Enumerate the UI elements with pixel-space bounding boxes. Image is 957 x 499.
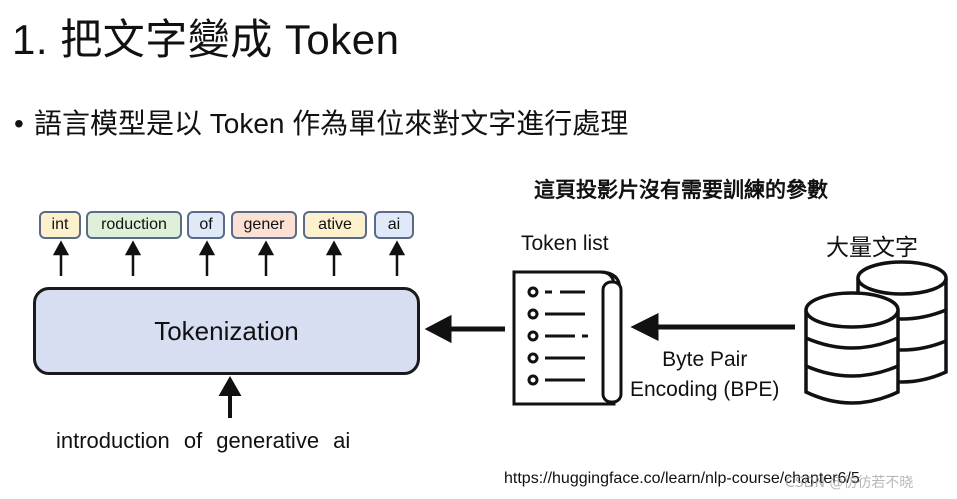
token-text: int	[51, 216, 69, 233]
bpe-label: Byte Pair Encoding (BPE)	[630, 345, 779, 405]
token-list-document-icon	[512, 270, 623, 406]
token-text: gener	[243, 216, 285, 233]
arrow-icon	[198, 240, 216, 256]
list-to-tokenizer-arrow	[424, 314, 505, 344]
token-list-label: Token list	[521, 232, 609, 255]
arrow-icon	[325, 240, 343, 256]
bpe-line-2: Encoding (BPE)	[630, 378, 780, 401]
token-up-arrows	[52, 240, 406, 276]
input-text: introduction of generative ai	[56, 428, 351, 453]
token-chip-5: ai	[374, 211, 414, 239]
token-text: ative	[318, 216, 352, 233]
bullet-point: • 語言模型是以 Token 作為單位來對文字進行處理	[14, 102, 628, 142]
token-text: ai	[387, 216, 401, 233]
watermark: CSDN @彷彷若不晓	[785, 475, 914, 491]
input-up-arrow	[218, 375, 242, 418]
arrow-icon	[388, 240, 406, 256]
token-chip-4: ative	[303, 211, 367, 239]
arrow-icon	[52, 240, 70, 256]
source-link[interactable]: https://huggingface.co/learn/nlp-course/…	[504, 470, 860, 487]
bullet-dot: •	[14, 108, 24, 139]
token-chip-1: roduction	[86, 211, 182, 239]
bpe-arrow	[630, 312, 795, 342]
tokenization-box: Tokenization	[33, 287, 420, 375]
token-chip-0: int	[39, 211, 81, 239]
arrow-icon	[257, 240, 275, 256]
no-params-note: 這頁投影片沒有需要訓練的參數	[534, 178, 828, 202]
slide-title: 1. 把文字變成 Token	[12, 16, 400, 63]
database-icon	[804, 260, 948, 405]
tokenization-label: Tokenization	[154, 315, 299, 346]
token-text: of	[199, 216, 213, 233]
arrow-icon	[124, 240, 142, 256]
token-chip-2: of	[187, 211, 225, 239]
bullet-text: 語言模型是以 Token 作為單位來對文字進行處理	[34, 108, 629, 139]
bpe-line-1: Byte Pair	[662, 348, 748, 371]
token-chip-3: gener	[231, 211, 297, 239]
corpus-label: 大量文字	[826, 235, 918, 261]
token-text: roduction	[101, 216, 167, 233]
